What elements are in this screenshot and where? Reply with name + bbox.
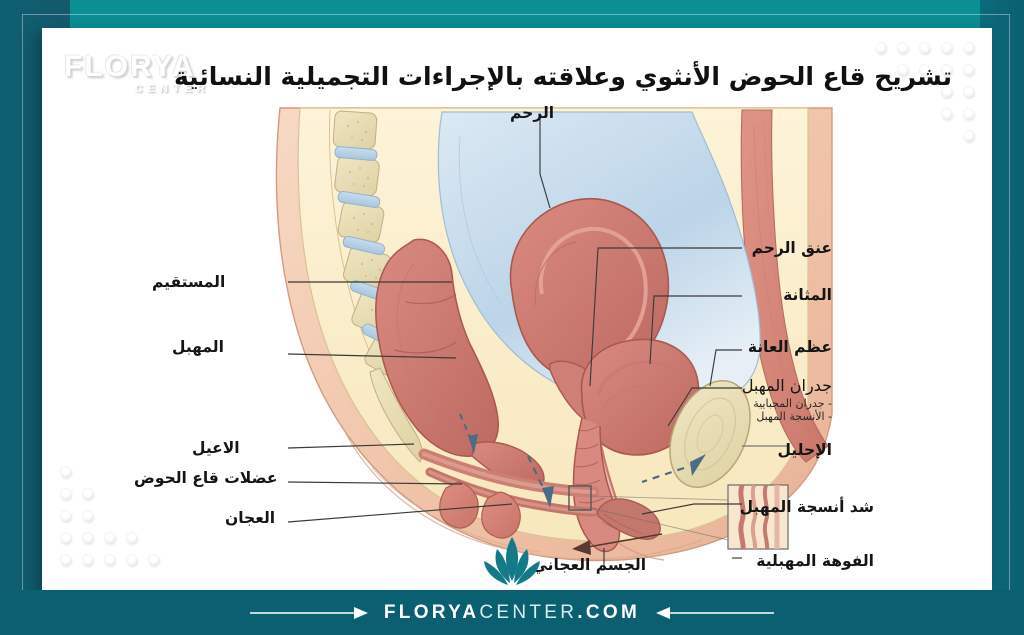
label-vaginal-tightening: شد أنسجة المهبل bbox=[739, 498, 874, 516]
decorative-dot bbox=[919, 64, 930, 75]
decorative-dot bbox=[148, 554, 159, 565]
bladder bbox=[580, 338, 700, 456]
label-vagina: المهبل bbox=[172, 338, 224, 356]
decorative-dot bbox=[963, 86, 974, 97]
rectum bbox=[375, 238, 545, 491]
label-vaginal-walls-sub-0: - جدران المجبايية bbox=[753, 396, 832, 410]
decorative-dot bbox=[963, 42, 974, 53]
label-cervix: عنق الرحم bbox=[751, 239, 832, 257]
arrow-left-icon bbox=[656, 606, 775, 619]
footer-brand-light: CENTER bbox=[479, 601, 578, 623]
decorative-dot bbox=[60, 532, 71, 543]
decorative-dot bbox=[60, 466, 71, 477]
anatomy-illustration bbox=[42, 96, 992, 566]
decorative-dot bbox=[104, 554, 115, 565]
decorative-dot bbox=[963, 108, 974, 119]
footer-bar: FLORYACENTER.COM bbox=[0, 590, 1024, 635]
label-vaginal-walls-sub-1: - الأنسجة المهبل bbox=[756, 409, 832, 423]
footer-brand-tld: .COM bbox=[577, 601, 641, 623]
pubic-bone bbox=[669, 380, 751, 488]
decorative-dot bbox=[963, 64, 974, 75]
decorative-dots-bottom-left bbox=[60, 466, 190, 576]
decorative-dot bbox=[897, 42, 908, 53]
footer-brand-bold: FLORYA bbox=[383, 601, 480, 623]
label-urethra: الإحليل bbox=[777, 441, 832, 459]
tightening-arrows bbox=[459, 413, 706, 508]
footer-site-url[interactable]: FLORYACENTER.COM bbox=[384, 602, 640, 624]
decorative-dot bbox=[82, 532, 93, 543]
decorative-dot bbox=[941, 86, 952, 97]
watermark-brand-text: FLORYA bbox=[64, 50, 196, 83]
decorative-dot bbox=[941, 42, 952, 53]
leader-lines bbox=[287, 116, 788, 566]
page-title: تشريح قاع الحوض الأنثوي وعلاقته بالإجراء… bbox=[174, 62, 952, 91]
label-pelvic-floor-muscles: عضلات قاع الحوض bbox=[134, 469, 278, 487]
label-rectum: المستقيم bbox=[152, 273, 226, 291]
decorative-dot bbox=[941, 64, 952, 75]
decorative-dot bbox=[82, 510, 93, 521]
label-vaginal-walls-title: جدران المهبل bbox=[741, 376, 832, 395]
watermark-logo: FLORYA CENTER bbox=[64, 50, 214, 96]
content-card: FLORYA CENTER تشريح قاع الحوض الأنثوي وع… bbox=[42, 28, 992, 590]
label-perineal-body: الجسم العجاني bbox=[532, 556, 647, 574]
vaginal-wall-inset bbox=[568, 484, 789, 550]
decorative-dot bbox=[941, 108, 952, 119]
decorative-dots-top-right bbox=[854, 42, 974, 162]
decorative-dot bbox=[963, 130, 974, 141]
label-vaginal-opening: الفوهة المهبلية bbox=[756, 552, 874, 570]
label-perineum: العجان bbox=[225, 509, 276, 527]
label-coccyx: الاعيل bbox=[192, 439, 240, 457]
decorative-dot bbox=[82, 488, 93, 499]
decorative-dot bbox=[126, 532, 137, 543]
label-uterus: الرحم bbox=[510, 104, 555, 122]
decorative-dot bbox=[126, 554, 137, 565]
decorative-dot bbox=[82, 554, 93, 565]
label-vaginal-walls: جدران المهبل - جدران المجبايية - الأنسجة… bbox=[742, 376, 832, 423]
watermark-sub-text: CENTER bbox=[134, 83, 210, 95]
lotus-logo bbox=[481, 535, 543, 593]
decorative-dot bbox=[919, 42, 930, 53]
arrow-right-icon bbox=[249, 606, 368, 619]
perineum-arrow bbox=[572, 533, 663, 555]
label-bladder: المثانة bbox=[783, 286, 832, 304]
pelvic-floor-muscles bbox=[418, 448, 665, 561]
decorative-dot bbox=[897, 64, 908, 75]
decorative-dot bbox=[60, 554, 71, 565]
decorative-dot bbox=[60, 510, 71, 521]
decorative-dot bbox=[104, 532, 115, 543]
decorative-dot bbox=[875, 42, 886, 53]
label-pubic-bone: عظم العانة bbox=[747, 338, 832, 356]
decorative-dot bbox=[60, 488, 71, 499]
label-vaginal-walls-sublist: - جدران المجبايية - الأنسجة المهبل bbox=[742, 397, 832, 424]
